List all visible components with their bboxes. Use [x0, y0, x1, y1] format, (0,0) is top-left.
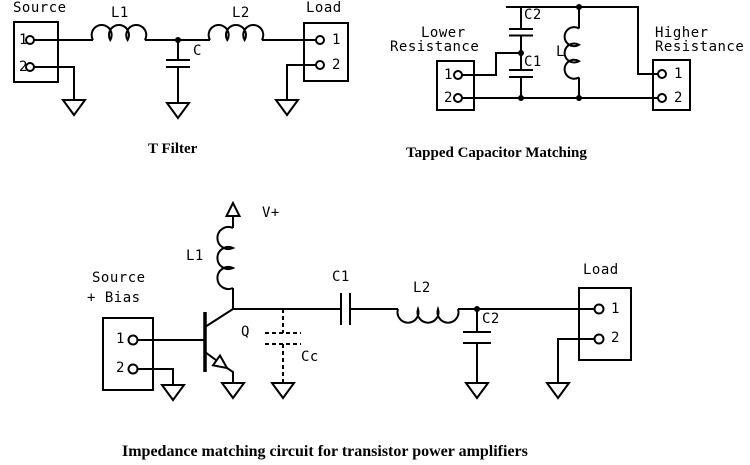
terminal-number: 2	[332, 57, 341, 73]
higher-label-line2: Resistance	[655, 39, 745, 55]
source-bias-label-line2: + Bias	[87, 290, 141, 306]
terminal-circle	[657, 69, 667, 79]
tapped-capacitor-circuit	[436, 4, 691, 111]
higher-label-line1: Higher	[655, 25, 709, 41]
load-label: Load	[583, 262, 619, 278]
terminal-number: 2	[674, 90, 683, 106]
c1-label: C1	[332, 269, 350, 285]
terminal-number: 2	[611, 330, 620, 346]
terminal-circle	[453, 70, 463, 80]
inductor-l1-coil	[90, 23, 148, 43]
amplifier-circuit	[102, 200, 632, 402]
emitter-arrow-icon	[211, 353, 229, 370]
transistor-emitter	[204, 351, 218, 362]
t-filter-circuit	[13, 21, 349, 120]
vplus-arrow-icon	[224, 200, 242, 217]
terminal-circle	[657, 93, 667, 103]
higher-resistance-box	[652, 59, 691, 111]
terminal-number: 1	[19, 32, 28, 48]
source-label: Source	[13, 0, 67, 16]
c1-label: C1	[524, 54, 542, 70]
transistor-collector	[204, 308, 234, 328]
junction-dot	[576, 4, 582, 10]
terminal-circle	[315, 35, 325, 45]
wire	[286, 64, 316, 100]
t-filter-caption: T Filter	[148, 141, 198, 157]
terminal-circle	[453, 93, 463, 103]
wire	[506, 6, 658, 75]
wire	[557, 338, 595, 383]
junction-dot	[518, 95, 524, 101]
wire	[34, 66, 75, 100]
l1-label: L1	[186, 248, 204, 264]
terminal-number: 1	[674, 66, 683, 82]
source-bias-label-line1: Source	[92, 270, 146, 286]
transistor-q	[203, 308, 234, 377]
load-box	[578, 287, 632, 361]
terminal-number: 2	[19, 59, 28, 75]
inductor-l1-coil	[216, 226, 236, 290]
terminal-circle	[127, 363, 139, 375]
tapped-caption: Tapped Capacitor Matching	[406, 145, 587, 161]
source-box	[13, 21, 59, 83]
c2-label: C2	[482, 311, 500, 327]
terminal-number: 1	[116, 331, 125, 347]
lower-label-line2: Resistance	[390, 39, 480, 55]
c2-label: C2	[524, 7, 542, 23]
ground-icon	[61, 99, 87, 117]
lower-label-line1: Lower	[421, 25, 466, 41]
inductor-l2-coil	[396, 305, 460, 324]
c-label: C	[193, 43, 202, 59]
amplifier-caption: Impedance matching circuit for transisto…	[122, 443, 528, 460]
terminal-number: 2	[116, 360, 125, 376]
terminal-number: 1	[332, 32, 341, 48]
capacitor-c2-plates	[463, 331, 491, 344]
capacitor-c1-plates	[509, 69, 533, 78]
ground-icon	[464, 382, 490, 400]
source-bias-box	[102, 317, 154, 391]
lower-resistance-box	[436, 60, 475, 111]
ground-icon	[160, 384, 186, 402]
capacitor-c-plates	[166, 59, 190, 68]
terminal-number: 2	[444, 90, 453, 106]
terminal-circle	[127, 334, 139, 346]
load-box	[303, 22, 349, 82]
capacitor-cc-dashed	[265, 309, 301, 383]
wire	[137, 368, 174, 385]
wire	[226, 367, 234, 377]
ground-icon	[165, 102, 191, 120]
cc-label: Cc	[301, 349, 319, 365]
ground-icon	[274, 99, 300, 117]
terminal-circle	[593, 333, 605, 345]
ground-icon	[270, 382, 296, 400]
capacitor-c1-plates	[340, 293, 351, 325]
terminal-number: 1	[611, 301, 620, 317]
ground-icon	[220, 382, 246, 400]
wire	[462, 52, 521, 76]
load-label: Load	[306, 0, 342, 16]
q-label: Q	[241, 324, 250, 340]
ground-icon	[545, 382, 571, 400]
l2-label: L2	[232, 5, 250, 21]
terminal-circle	[315, 60, 325, 70]
terminal-number: 1	[444, 67, 453, 83]
l1-label: L1	[111, 5, 129, 21]
capacitor-cc-plates	[265, 332, 301, 345]
terminal-circle	[593, 303, 605, 315]
l2-label: L2	[413, 280, 431, 296]
inductor-l-coil	[563, 26, 581, 80]
inductor-l2-coil	[207, 23, 265, 43]
capacitor-c2-plates	[509, 28, 533, 37]
vplus-label: V+	[262, 205, 280, 221]
l-label: L	[556, 44, 565, 60]
